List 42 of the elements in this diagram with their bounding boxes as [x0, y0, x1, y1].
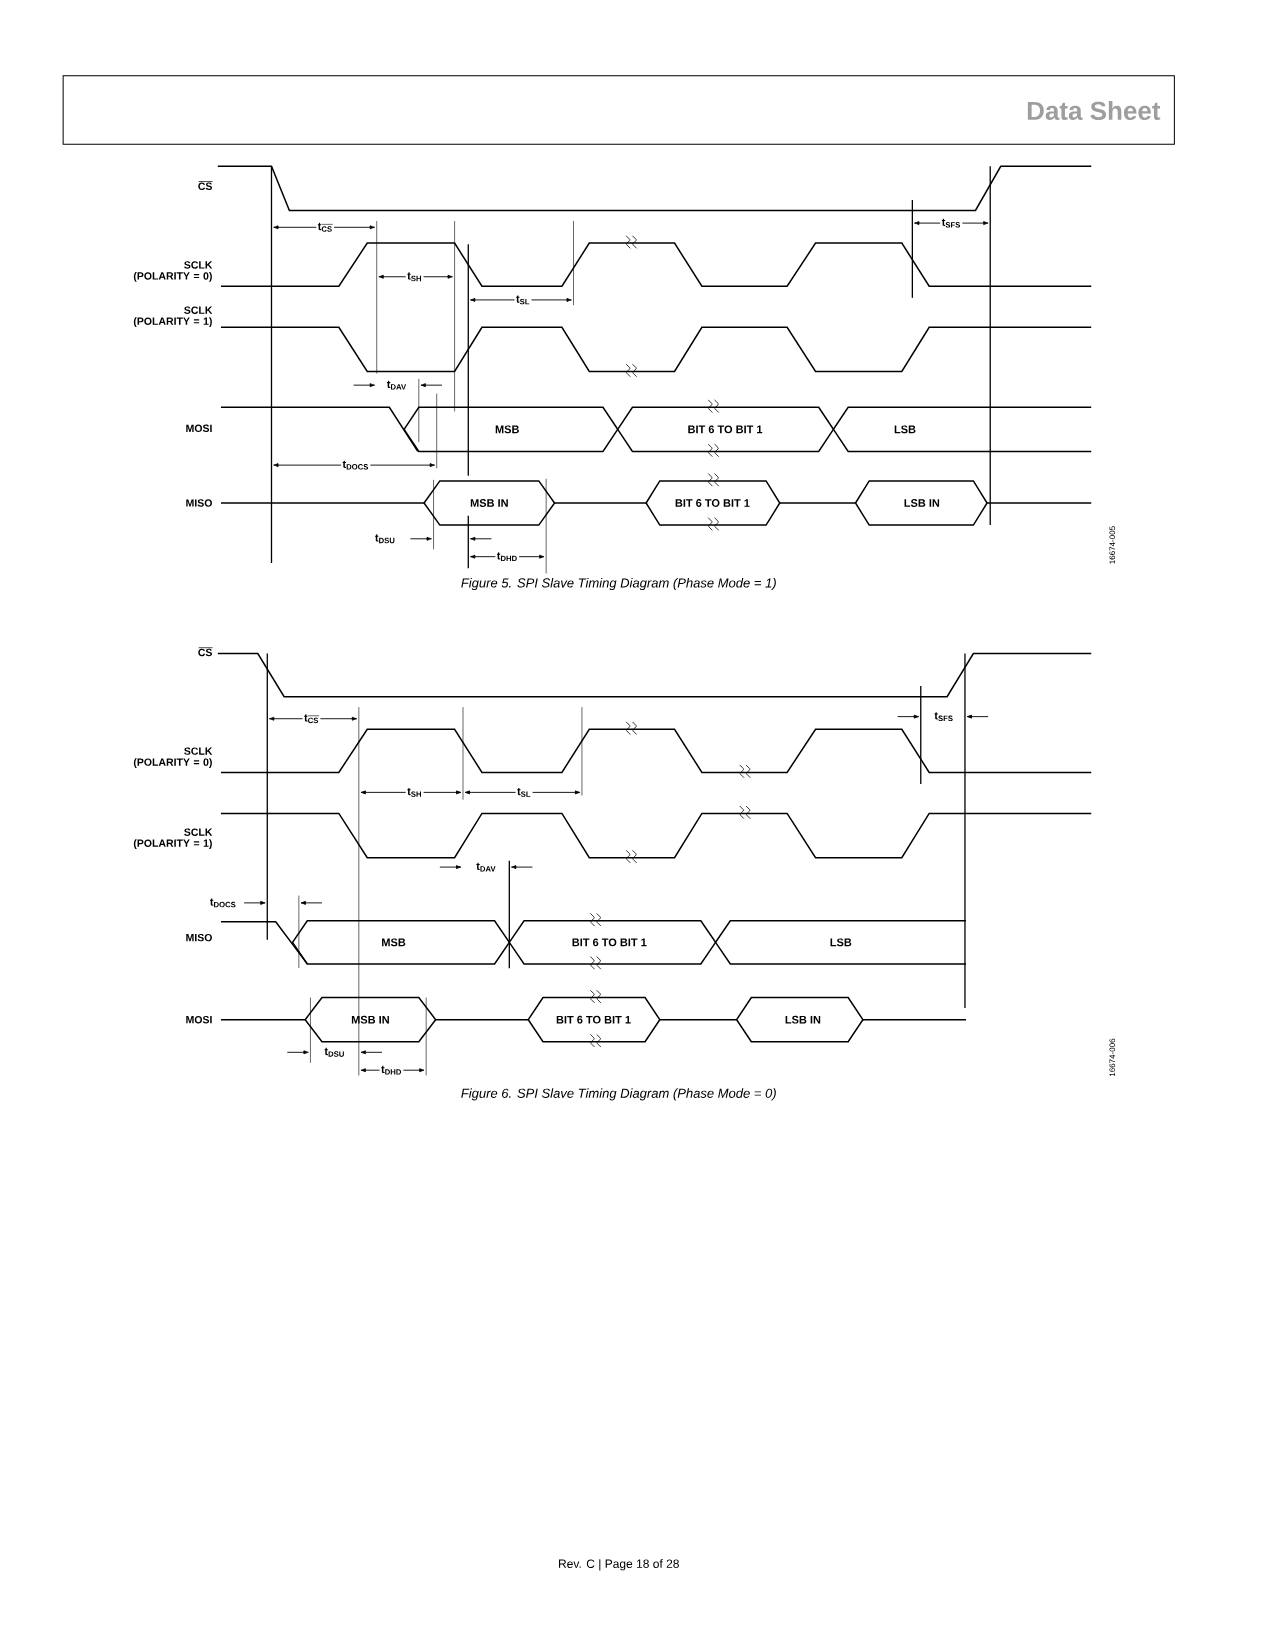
- bus-segment: BIT 6 TO BIT 1: [508, 920, 717, 965]
- bus-segment: BIT 6 TO BIT 1: [616, 406, 835, 453]
- timing-label: t$_{SFS}$: [934, 712, 953, 722]
- signal-name: CS: [198, 182, 212, 190]
- figure-caption: Figure 5. SPI Slave Timing Diagram (Phase Mode = 1): [461, 577, 776, 591]
- timing-label: t$_{CS}$: [316, 221, 334, 234]
- signal-name: SCLK (POLARITY = 0): [133, 747, 213, 768]
- timing-label: t$_{DHD}$: [495, 550, 519, 563]
- timing-label: t$_{DSU}$: [374, 534, 395, 544]
- bus-segment: BIT 6 TO BIT 1: [645, 480, 781, 526]
- timing-label: t$_{SH}$: [405, 270, 424, 283]
- header-title: Data Sheet: [1027, 100, 1160, 121]
- signal-name: MOSI: [186, 424, 212, 432]
- signal-name: SCLK (POLARITY = 1): [133, 306, 213, 327]
- bus-segment: MSB IN: [304, 996, 437, 1043]
- timing-label: t$_{SFS}$: [940, 217, 963, 230]
- signal-name: SCLK (POLARITY = 0): [133, 261, 213, 282]
- page-footer: Rev. C | Page 18 of 28: [558, 1559, 679, 1571]
- timing-label: t$_{SL}$: [515, 786, 533, 799]
- timing-label: t$_{DAV}$: [476, 862, 496, 872]
- bus-segment: LSB: [832, 406, 1092, 453]
- timing-label: t$_{DHD}$: [379, 1064, 404, 1077]
- figure-code: 16674-006: [1109, 1038, 1115, 1077]
- bus-segment: LSB: [714, 920, 967, 965]
- bus-segment: LSB IN: [735, 996, 864, 1043]
- timing-label: t$_{DOCS}$: [209, 898, 236, 908]
- bus-segment: MSB: [291, 920, 511, 965]
- bus-segment: BIT 6 TO BIT 1: [527, 996, 661, 1043]
- timing-label: t$_{DAV}$: [386, 380, 406, 390]
- timing-label: t$_{DOCS}$: [340, 459, 371, 472]
- bus-segment: LSB IN: [854, 480, 988, 526]
- signal-name: MISO: [186, 499, 212, 507]
- timing-label: t$_{CS}$: [302, 712, 321, 725]
- signal-name: SCLK (POLARITY = 1): [133, 828, 213, 849]
- timing-label: t$_{SH}$: [405, 786, 424, 799]
- signal-name: MOSI: [186, 1016, 212, 1024]
- signal-name: CS: [198, 648, 212, 657]
- figure-caption: Figure 6. SPI Slave Timing Diagram (Phase Mode = 0): [461, 1088, 776, 1101]
- signal-name: MISO: [186, 933, 212, 942]
- timing-label: t$_{SL}$: [514, 293, 532, 306]
- figure-code: 16674-005: [1109, 526, 1115, 564]
- bus-segment: MSB: [403, 406, 619, 453]
